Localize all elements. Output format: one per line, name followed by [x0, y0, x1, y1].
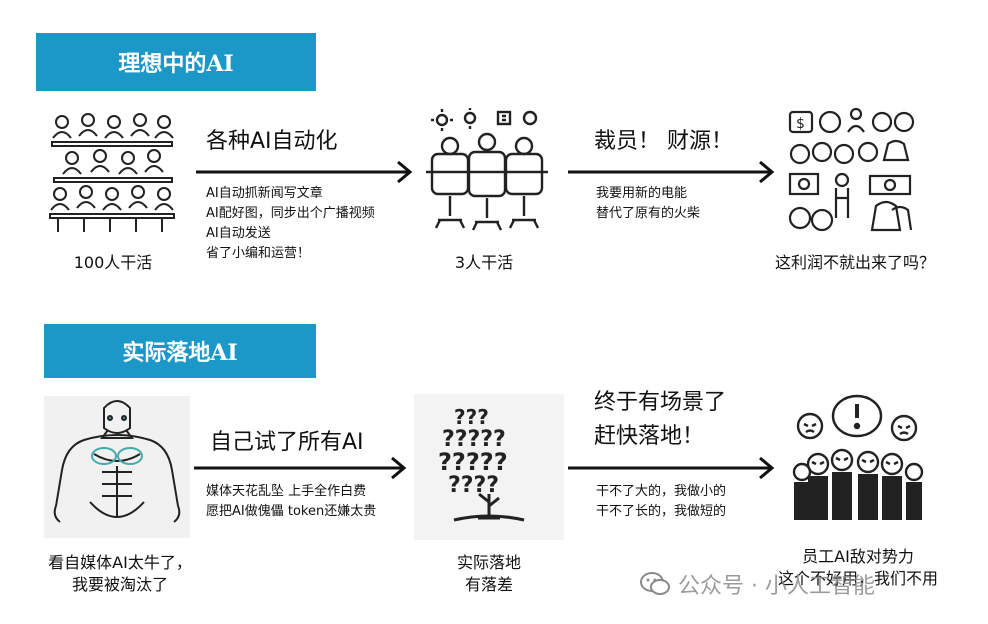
caption-line: 我要被淘汰了 — [71, 575, 168, 594]
caption-hostile-forces: 员工AI敌对势力 这个不好用，我们不用 — [758, 546, 958, 590]
section-banner-ideal-ai: 理想中的AI — [36, 33, 316, 91]
heading-finally-scenario: 终于有场景了 赶快落地！ — [594, 386, 726, 454]
list-item: 省了小编和运营！ — [206, 246, 311, 261]
arrow-right-icon — [568, 160, 780, 184]
watermark: 公众号 · 小人工智能 — [640, 566, 970, 602]
list-item: AI自动抓新闻写文章 — [206, 186, 323, 201]
caption-profit-question: 这利润不就出来了吗？ — [774, 253, 935, 272]
caption-100-people: 100人干活 — [73, 253, 153, 272]
money-illustration: $ — [786, 106, 918, 236]
caption-fear-replaced: 看自媒体AI太牛了， 我要被淘汰了 — [30, 552, 210, 596]
list-item: 愿把AI做傀儡 token还嫌太贵 — [206, 504, 377, 519]
svg-text:$: $ — [796, 116, 805, 132]
caption-line: 实际落地 — [456, 553, 521, 572]
list-item: 干不了长的，我做短的 — [596, 504, 727, 519]
list-item: 干不了大的，我做小的 — [596, 484, 727, 499]
section-banner-actual-ai: 实际落地AI — [44, 324, 316, 378]
heading-ai-automation: 各种AI自动化 — [206, 129, 338, 154]
crowd-illustration — [44, 104, 180, 238]
question-tree-illustration: ??? ????? ????? ???? — [414, 394, 564, 540]
svg-text:???: ??? — [454, 405, 489, 429]
list-layoff: 我要用新的电能 替代了原有的火柴 — [596, 184, 700, 224]
svg-text:????: ???? — [448, 473, 499, 498]
arrow-right-icon — [194, 456, 412, 480]
arrow-right-icon — [568, 456, 780, 480]
svg-text:?????: ????? — [442, 427, 506, 452]
muscular-man-illustration — [44, 396, 190, 538]
list-tried-ai: 媒体天花乱坠 上手全作白费 愿把AI做傀儡 token还嫌太贵 — [206, 482, 376, 522]
wechat-icon — [640, 572, 670, 595]
arrow-right-icon — [196, 160, 418, 184]
caption-line: 有落差 — [464, 575, 513, 594]
list-item: 媒体天花乱坠 上手全作白费 — [206, 484, 367, 499]
heading-line: 赶快落地！ — [594, 424, 705, 449]
caption-gap: 实际落地 有落差 — [424, 552, 554, 596]
caption-line: 这个不好用，我们不用 — [777, 569, 938, 588]
caption-line: 员工AI敌对势力 — [802, 547, 914, 566]
list-item: AI配好图，同步出个广播视频 — [206, 206, 375, 221]
list-small-tasks: 干不了大的，我做小的 干不了长的，我做短的 — [596, 482, 726, 522]
list-item: 替代了原有的火柴 — [596, 206, 701, 221]
list-item: 我要用新的电能 — [596, 186, 688, 201]
heading-layoff-profit: 裁员！ 财源！ — [594, 129, 733, 154]
heading-tried-all-ai: 自己试了所有AI — [210, 430, 364, 455]
watermark-text: 公众号 · 小人工智能 — [678, 574, 875, 599]
svg-text:?????: ????? — [438, 448, 508, 476]
list-item: AI自动发送 — [206, 226, 271, 241]
caption-3-people: 3人干活 — [454, 253, 514, 272]
heading-line: 终于有场景了 — [594, 390, 727, 415]
angry-crowd-illustration — [782, 392, 932, 534]
list-ai-automation: AI自动抓新闻写文章 AI配好图，同步出个广播视频 AI自动发送 省了小编和运营… — [206, 184, 375, 264]
three-workers-illustration — [420, 108, 554, 236]
caption-line: 看自媒体AI太牛了， — [48, 553, 192, 572]
